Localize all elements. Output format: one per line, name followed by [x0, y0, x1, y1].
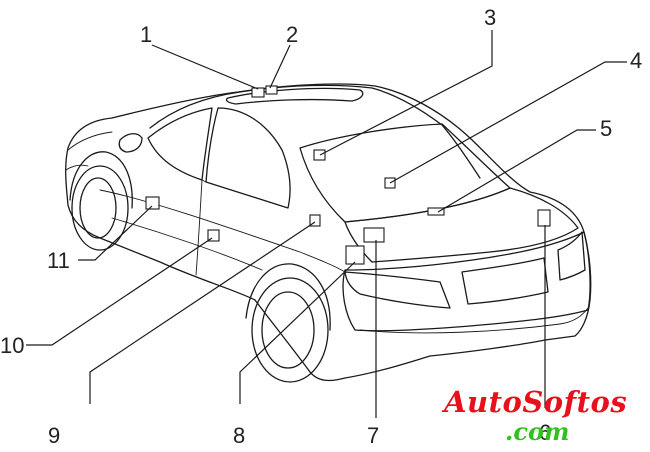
- callout-3: 3: [484, 5, 496, 30]
- wheels: [69, 151, 331, 383]
- leader-2: [269, 44, 291, 89]
- callout-11: 11: [47, 248, 70, 273]
- callout-5: 5: [600, 116, 612, 141]
- component-11: [145, 196, 160, 210]
- components: [145, 85, 551, 265]
- sedan-line-drawing: [65, 83, 592, 382]
- watermark: AutoSoftos .com: [441, 385, 627, 446]
- component-8: [345, 245, 365, 265]
- rear-wheel-rim: [261, 291, 315, 369]
- taillight-right: [557, 231, 586, 281]
- leader-lines: [26, 30, 627, 418]
- leader-9: [89, 221, 316, 404]
- callout-labels: 1 2 3 4 5 6 7 8 9 10 11: [0, 5, 642, 448]
- callout-2: 2: [286, 22, 298, 47]
- watermark-line1: AutoSoftos: [441, 385, 627, 419]
- sunroof: [225, 87, 364, 105]
- rear-window: [299, 123, 511, 223]
- callout-1: 1: [140, 22, 152, 47]
- leader-11: [78, 205, 153, 261]
- front-wheel-rim: [79, 177, 117, 239]
- callout-9: 9: [48, 423, 60, 448]
- leader-5: [437, 129, 596, 213]
- roof-outline: [149, 84, 481, 179]
- body-character-line: [99, 189, 346, 273]
- leader-8: [239, 261, 356, 404]
- trunk-lid: [344, 187, 579, 263]
- component-7: [363, 227, 385, 243]
- front-wheel-arch: [69, 151, 133, 209]
- front-wheel: [71, 165, 129, 251]
- taillight-left: [344, 271, 451, 309]
- leader-1: [151, 44, 259, 90]
- door-seam: [195, 179, 203, 276]
- callout-6: 6: [539, 420, 551, 445]
- rear-bumper: [342, 231, 591, 332]
- component-1: [251, 87, 265, 98]
- component-9: [309, 214, 321, 227]
- side-mirror: [118, 133, 143, 153]
- callout-7: 7: [367, 423, 379, 448]
- license-plate-recess: [461, 257, 549, 305]
- callout-8: 8: [233, 423, 245, 448]
- component-5: [427, 207, 445, 216]
- leader-3: [319, 30, 493, 156]
- component-2: [265, 85, 278, 95]
- rear-wheel-arch: [245, 263, 331, 331]
- component-10: [207, 229, 220, 242]
- rear-wheel: [251, 277, 329, 383]
- watermark-line2: .com: [505, 417, 569, 446]
- component-6: [537, 209, 551, 227]
- component-3: [313, 149, 326, 161]
- side-window-front: [147, 107, 213, 181]
- callout-4: 4: [630, 48, 642, 73]
- leader-4: [389, 61, 627, 184]
- callout-10: 10: [0, 333, 24, 358]
- side-window-rear: [205, 107, 291, 209]
- leader-10: [26, 237, 213, 346]
- body-outline: [65, 83, 592, 382]
